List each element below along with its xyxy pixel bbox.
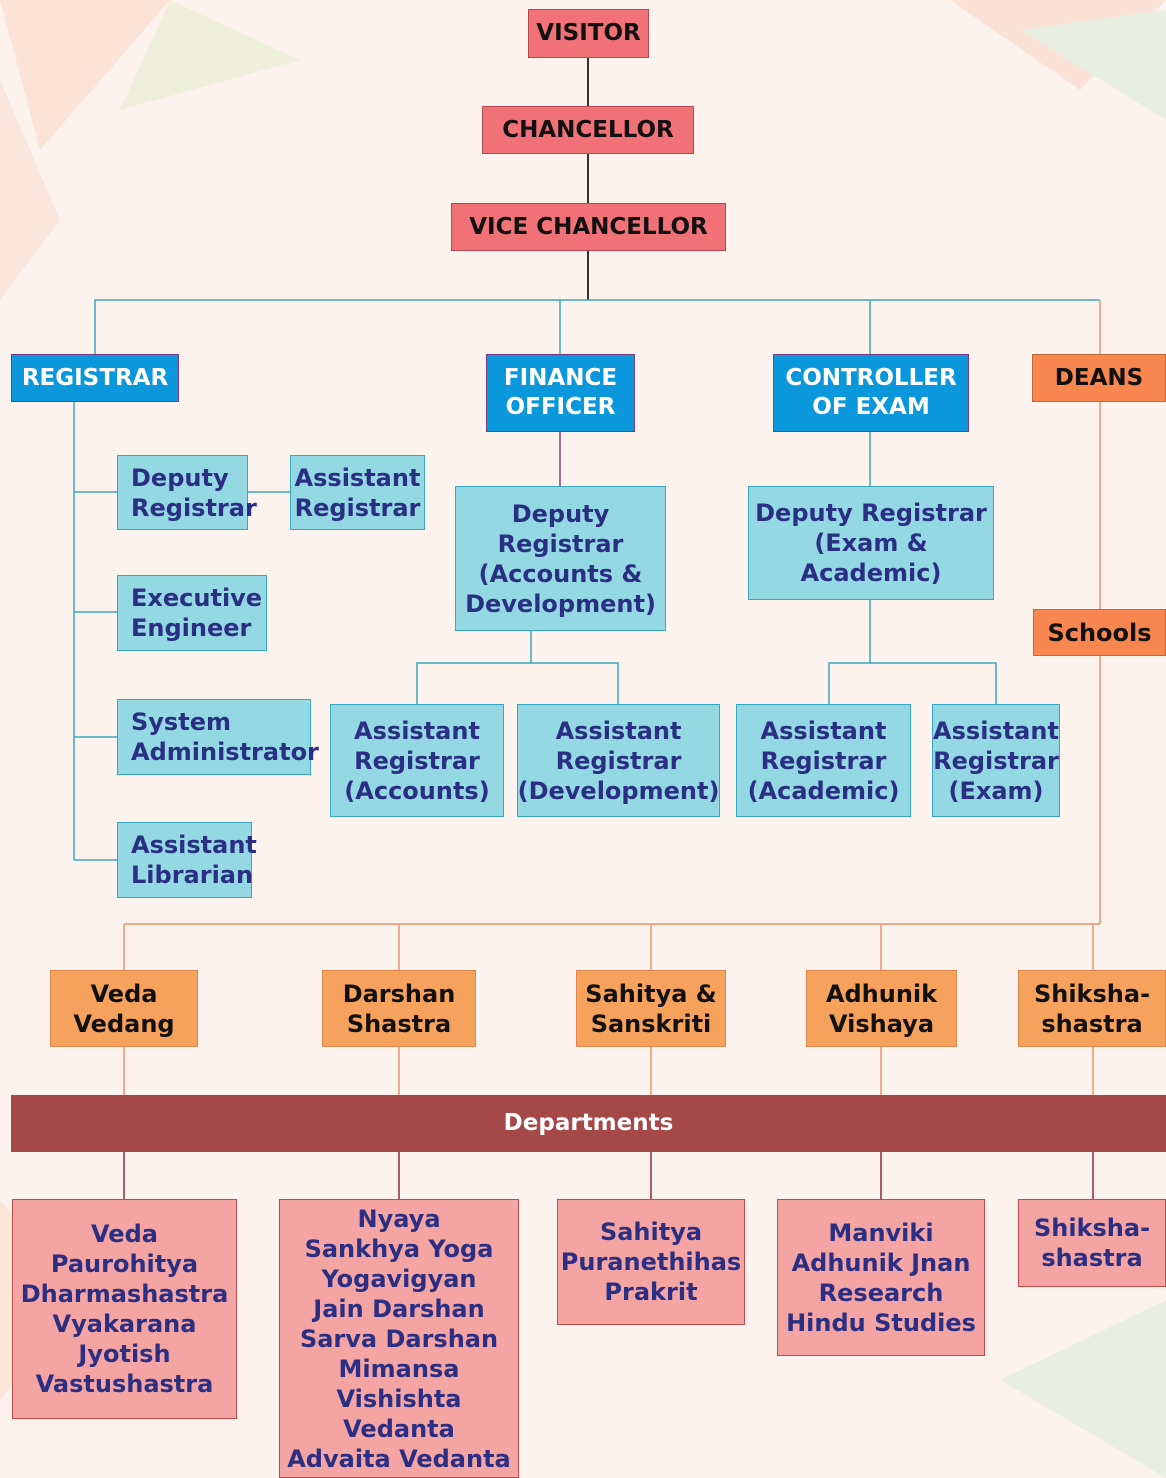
connector-exam-academic bbox=[828, 600, 871, 704]
assistant-registrar-node: Assistant Registrar bbox=[290, 455, 425, 530]
school-darshan-shastra: Darshan Shastra bbox=[322, 970, 476, 1047]
school-shiksha-shastra: Shiksha- shastra bbox=[1018, 970, 1166, 1047]
controller-of-exam-node: CONTROLLER OF EXAM bbox=[773, 354, 969, 432]
deputy-registrar-accounts-node: Deputy Registrar (Accounts & Development… bbox=[455, 486, 666, 631]
assistant-registrar-development-node: Assistant Registrar (Development) bbox=[517, 704, 720, 817]
decor-petal bbox=[0, 0, 170, 150]
executive-engineer-node: Executive Engineer bbox=[117, 575, 267, 651]
registrar-node: REGISTRAR bbox=[11, 354, 179, 402]
assistant-registrar-exam-node: Assistant Registrar (Exam) bbox=[932, 704, 1060, 817]
department-list-adhunik: Manviki Adhunik Jnan Research Hindu Stud… bbox=[777, 1199, 985, 1356]
departments-banner: Departments bbox=[11, 1095, 1166, 1152]
deans-node: DEANS bbox=[1032, 354, 1166, 402]
decor-petal bbox=[120, 0, 300, 110]
system-administrator-node: System Administrator bbox=[117, 699, 319, 775]
connector-finance-accounts bbox=[416, 631, 532, 704]
connector-finance-development bbox=[531, 662, 619, 704]
decor-petal bbox=[0, 80, 60, 300]
department-list-sahitya: Sahitya Puranethihas Prakrit bbox=[557, 1199, 745, 1325]
school-sahitya-sanskriti: Sahitya & Sanskriti bbox=[576, 970, 726, 1047]
deputy-registrar-exam-node: Deputy Registrar (Exam & Academic) bbox=[748, 486, 994, 600]
department-list-darshan: Nyaya Sankhya Yoga Yogavigyan Jain Darsh… bbox=[279, 1199, 519, 1478]
assistant-registrar-academic-node: Assistant Registrar (Academic) bbox=[736, 704, 911, 817]
department-list-veda: Veda Paurohitya Dharmashastra Vyakarana … bbox=[12, 1199, 237, 1419]
deputy-registrar-node: Deputy Registrar bbox=[117, 455, 257, 530]
chancellor-node: CHANCELLOR bbox=[482, 106, 694, 154]
assistant-registrar-accounts-node: Assistant Registrar (Accounts) bbox=[330, 704, 504, 817]
connector-exam-exam bbox=[870, 662, 997, 704]
connector-officers-bus bbox=[94, 299, 1100, 354]
department-list-shiksha: Shiksha- shastra bbox=[1018, 1199, 1166, 1287]
vice-chancellor-node: VICE CHANCELLOR bbox=[451, 203, 726, 251]
finance-officer-node: FINANCE OFFICER bbox=[486, 354, 635, 432]
school-veda-vedang: Veda Vedang bbox=[50, 970, 198, 1047]
decor-petal bbox=[1020, 10, 1166, 120]
decor-petal bbox=[1000, 1300, 1166, 1478]
schools-node: Schools bbox=[1033, 609, 1166, 656]
assistant-librarian-node: Assistant Librarian bbox=[117, 822, 257, 898]
school-adhunik-vishaya: Adhunik Vishaya bbox=[806, 970, 957, 1047]
visitor-node: VISITOR bbox=[528, 9, 649, 58]
